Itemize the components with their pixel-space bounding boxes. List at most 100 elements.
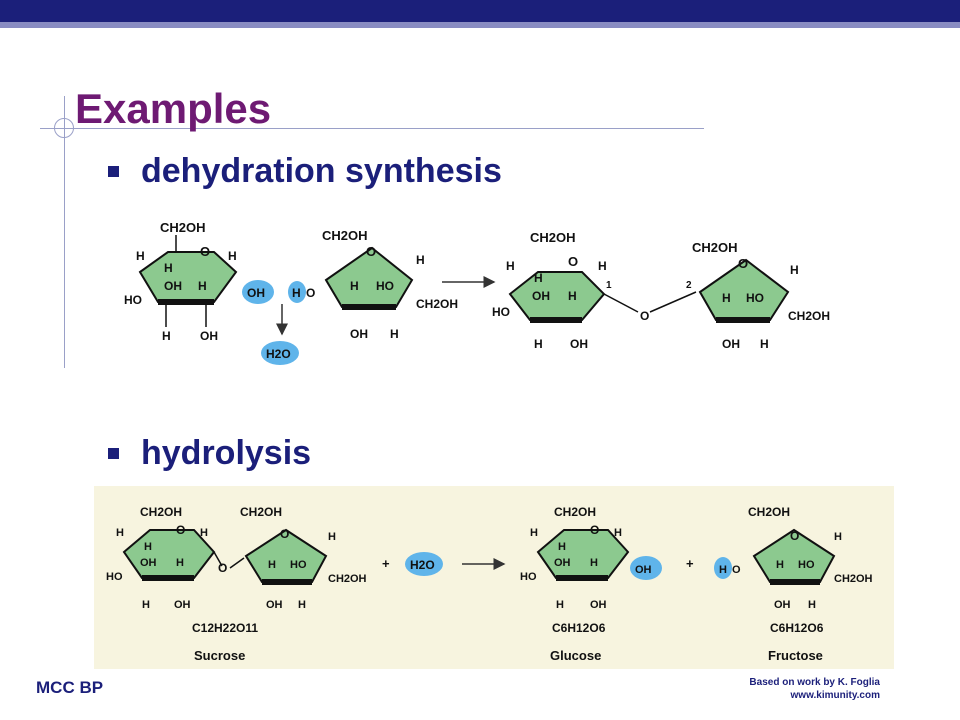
label-o: O [640, 309, 649, 323]
label-oh: OH [590, 599, 607, 611]
label-oh: OH [266, 599, 283, 611]
label-oh: OH [140, 557, 157, 569]
fructose-ring-2 [698, 258, 790, 323]
label-oh: OH [554, 557, 571, 569]
label-h: H [558, 541, 566, 553]
label-h: H [200, 527, 208, 539]
label-ho: HO [106, 571, 123, 583]
bullet-text-dehydration: dehydration synthesis [141, 152, 502, 190]
label-o: O [732, 564, 741, 576]
label-oh: OH [570, 337, 588, 351]
label-ho: HO [290, 559, 307, 571]
label-h: H [530, 527, 538, 539]
label-ho: HO [798, 559, 815, 571]
label-oh: OH [350, 327, 368, 341]
label-h: H [144, 541, 152, 553]
label-h: H [350, 279, 359, 293]
label-ch2oh: CH2OH [788, 309, 830, 323]
top-bar-shadow [0, 22, 960, 28]
glucose-ring-2 [508, 271, 606, 323]
hydrolysis-panel [94, 486, 894, 669]
footer-credit-url: www.kimunity.com [790, 690, 880, 701]
water-highlight [405, 552, 443, 576]
label-h: H [790, 263, 799, 277]
label-ho: HO [376, 279, 394, 293]
bullet-dehydration: dehydration synthesis [108, 152, 502, 191]
label-ho: HO [492, 305, 510, 319]
label-ch2oh: CH2OH [328, 573, 367, 585]
glucose-ring-1-shape [138, 251, 238, 303]
square-bullet-icon [108, 166, 119, 177]
label-h: H [164, 261, 173, 275]
fructose-formula: C6H12O6 [770, 621, 824, 635]
fructose-ring-1 [324, 246, 414, 310]
label-oh: OH [200, 329, 218, 343]
glucose-label: Glucose [550, 648, 601, 663]
footer-credit-author: Based on work by K. Foglia [749, 677, 880, 688]
dehydration-diagram: CH2OH O H H H OH H HO H OH OH H O H2O CH… [124, 220, 830, 365]
label-h: H [614, 527, 622, 539]
label-oh: OH [774, 599, 791, 611]
water-highlight [261, 341, 299, 365]
label-h: H [506, 259, 515, 273]
label-o: O [200, 244, 210, 259]
sucrose-glucose-ring [122, 529, 216, 581]
top-bar [0, 0, 960, 22]
label-o: O [306, 286, 315, 300]
label-ch2oh: CH2OH [160, 220, 206, 235]
label-h: H [136, 249, 145, 263]
label-o: O [790, 529, 799, 543]
label-oh: OH [635, 564, 652, 576]
footer-course: MCC BP [36, 678, 104, 697]
label-o: O [280, 527, 289, 541]
label-carbon1: 1 [606, 280, 612, 291]
label-h: H [722, 291, 731, 305]
label-h: H [568, 289, 577, 303]
label-h: H [390, 327, 399, 341]
label-ho: HO [124, 293, 142, 307]
decor-vertical-line [64, 96, 65, 368]
label-ch2oh: CH2OH [240, 505, 282, 519]
fructose-ring-2-shape [698, 258, 790, 321]
square-bullet-icon [108, 448, 119, 459]
sucrose-label: Sucrose [194, 648, 245, 663]
label-o: O [590, 523, 599, 537]
label-water: H2O [410, 558, 435, 572]
glucose-ring-1 [138, 251, 238, 305]
label-h: H [176, 557, 184, 569]
oh-highlight [242, 280, 274, 304]
glucose-ring-2-shape [508, 271, 606, 321]
h-highlight [288, 281, 306, 303]
label-ch2oh: CH2OH [416, 297, 458, 311]
label-oh: OH [164, 279, 182, 293]
label-h: H [598, 259, 607, 273]
label-o: O [366, 244, 376, 259]
label-h: H [268, 559, 276, 571]
plus-sign: + [686, 556, 694, 571]
label-h: H [556, 599, 564, 611]
label-h: H [534, 337, 543, 351]
label-h: H [162, 329, 171, 343]
label-h: H [834, 531, 842, 543]
label-h: H [328, 531, 336, 543]
label-h: H [292, 286, 301, 300]
label-h: H [298, 599, 306, 611]
label-water: H2O [266, 347, 291, 361]
label-h: H [228, 249, 237, 263]
label-ch2oh: CH2OH [322, 228, 368, 243]
label-ch2oh: CH2OH [692, 240, 738, 255]
label-h: H [760, 337, 769, 351]
glucose-product-ring [536, 529, 630, 581]
label-h: H [416, 253, 425, 267]
glucose-formula: C6H12O6 [552, 621, 606, 635]
fructose-product-ring [752, 528, 836, 585]
oh-highlight [630, 556, 662, 580]
label-h: H [808, 599, 816, 611]
label-oh: OH [722, 337, 740, 351]
label-ch2oh: CH2OH [140, 505, 182, 519]
sucrose-formula: C12H22O11 [192, 621, 258, 635]
label-oh: OH [174, 599, 191, 611]
sucrose-fructose-ring-shape [244, 528, 328, 583]
label-ho: HO [520, 571, 537, 583]
label-h: H [776, 559, 784, 571]
